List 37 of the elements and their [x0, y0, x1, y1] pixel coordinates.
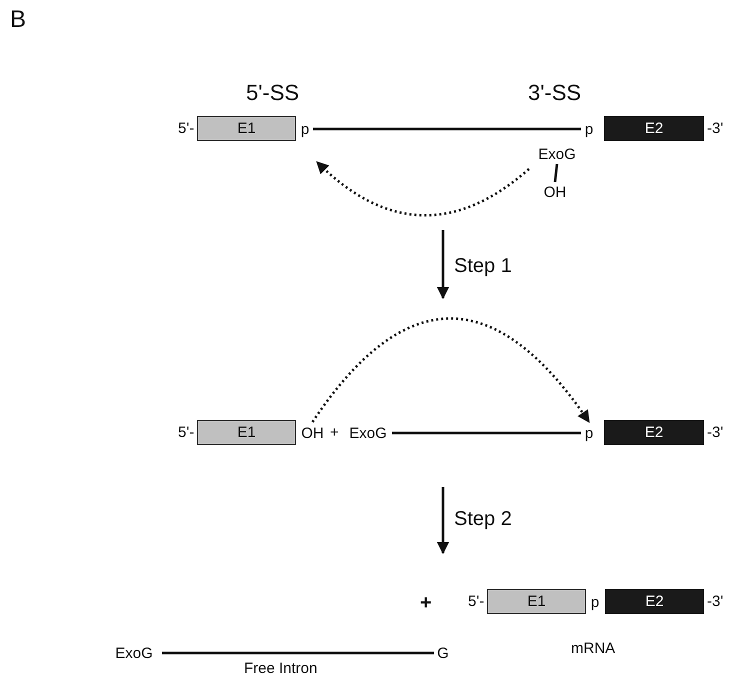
step-label: Step 2 [454, 509, 512, 529]
product-label: mRNA [571, 641, 616, 656]
exon-box: E2 [605, 589, 704, 614]
connector-line [392, 432, 581, 434]
node-label: p [583, 119, 595, 139]
node-label: p [589, 592, 601, 612]
exon-box: E1 [487, 589, 586, 614]
connector-line [313, 128, 581, 130]
dotted-arrow [316, 161, 530, 216]
end-label: -3' [707, 425, 724, 440]
node-label: ExoG [535, 145, 579, 163]
product-label: Free Intron [244, 661, 318, 676]
exon-box: E2 [604, 116, 704, 141]
end-label: 5'- [178, 425, 194, 440]
node-label: p [583, 423, 595, 443]
node-label: OH [299, 423, 326, 443]
node-label: G [436, 643, 450, 663]
plus-sign: + [420, 593, 432, 613]
exon-box: E1 [197, 420, 296, 445]
node-label: OH [541, 183, 569, 201]
node-label: p [299, 119, 311, 139]
node-label: ExoG [346, 423, 390, 443]
site-label: 5'-SS [246, 82, 300, 104]
site-label: 3'-SS [528, 82, 582, 104]
end-label: -3' [707, 121, 724, 136]
plus-sign: + [330, 425, 339, 440]
connector-line [162, 652, 434, 654]
exon-box: E2 [604, 420, 704, 445]
end-label: -3' [707, 594, 724, 609]
end-label: 5'- [178, 121, 194, 136]
panel-letter: B [10, 8, 26, 32]
node-label: ExoG [108, 643, 160, 663]
exon-box: E1 [197, 116, 296, 141]
end-label: 5'- [468, 594, 484, 609]
connector-line [554, 164, 558, 182]
dotted-arrow [311, 317, 590, 423]
step-label: Step 1 [454, 256, 512, 276]
